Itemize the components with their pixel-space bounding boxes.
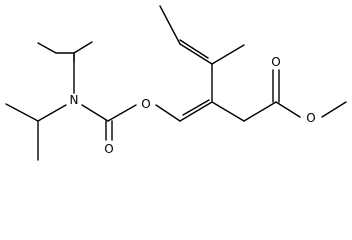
- bond-o-me: [321, 101, 347, 118]
- bond-c-eq-b: [179, 39, 209, 59]
- atom-o-methoxy: O: [306, 111, 315, 125]
- atom-o-carbonyl: O: [104, 142, 113, 156]
- bond-eq-me: [159, 5, 181, 45]
- bond-n-carbamate-c: [81, 104, 109, 122]
- bond-ipr1-me-b: [73, 41, 93, 54]
- atom-n: N: [70, 93, 79, 107]
- bond-vinyl-a: [179, 101, 213, 122]
- molecule-structure: N O O O O: [5, 5, 347, 161]
- bond-ester-o: [275, 101, 301, 118]
- bond-c-me: [211, 44, 245, 65]
- bond-ipr1-me-a: [37, 42, 57, 54]
- atom-o-acid: O: [271, 55, 280, 69]
- bond-c-ch2: [211, 101, 245, 122]
- bond-c-eq-a: [179, 43, 213, 65]
- bond-n-ipr2: [37, 104, 67, 122]
- bond-carbamate-o: [107, 104, 137, 122]
- bond-ch2-cooh: [243, 101, 277, 122]
- bond-vinyl-b: [182, 99, 210, 116]
- atom-o-ester: O: [141, 97, 150, 111]
- bond-ipr2-me-a: [5, 103, 39, 122]
- bond-o-vinyl: [155, 104, 181, 122]
